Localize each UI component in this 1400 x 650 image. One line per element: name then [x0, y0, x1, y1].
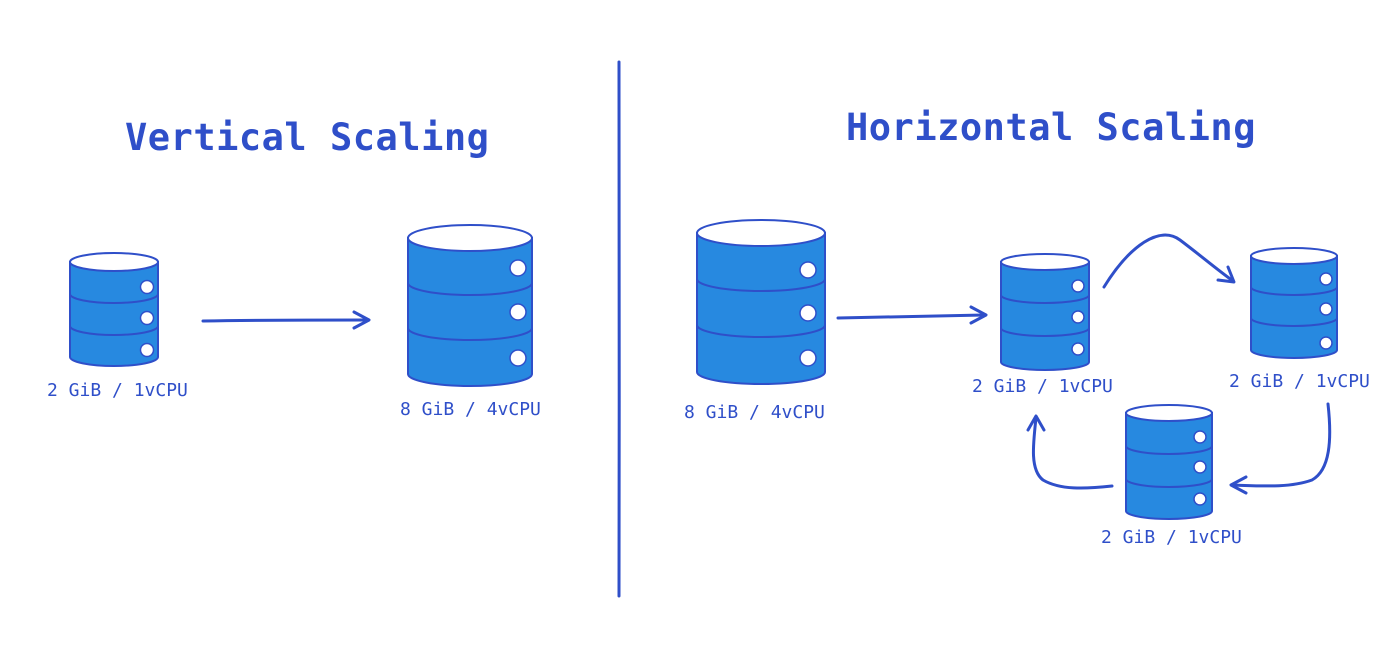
- arrow-icon: [836, 305, 988, 325]
- database-icon: [696, 219, 826, 385]
- database-icon: [1125, 404, 1213, 520]
- horizontal-node-b-label: 2 GiB / 1vCPU: [1229, 371, 1370, 392]
- horizontal-before-label: 8 GiB / 4vCPU: [684, 402, 825, 423]
- database-icon: [1250, 247, 1338, 359]
- database-icon: [407, 224, 533, 387]
- arrow-icon: [201, 310, 371, 330]
- database-icon: [69, 252, 159, 367]
- arrow-icon: [1229, 402, 1332, 495]
- horizontal-node-a-label: 2 GiB / 1vCPU: [972, 376, 1113, 397]
- database-icon: [1000, 253, 1090, 371]
- arrow-icon: [1102, 233, 1236, 289]
- vertical-scaling-title: Vertical Scaling: [125, 116, 490, 159]
- horizontal-node-c-label: 2 GiB / 1vCPU: [1101, 527, 1242, 548]
- horizontal-scaling-title: Horizontal Scaling: [846, 106, 1256, 149]
- vertical-after-label: 8 GiB / 4vCPU: [400, 399, 541, 420]
- center-divider: [617, 60, 621, 598]
- arrow-icon: [1026, 414, 1114, 490]
- vertical-before-label: 2 GiB / 1vCPU: [47, 380, 188, 401]
